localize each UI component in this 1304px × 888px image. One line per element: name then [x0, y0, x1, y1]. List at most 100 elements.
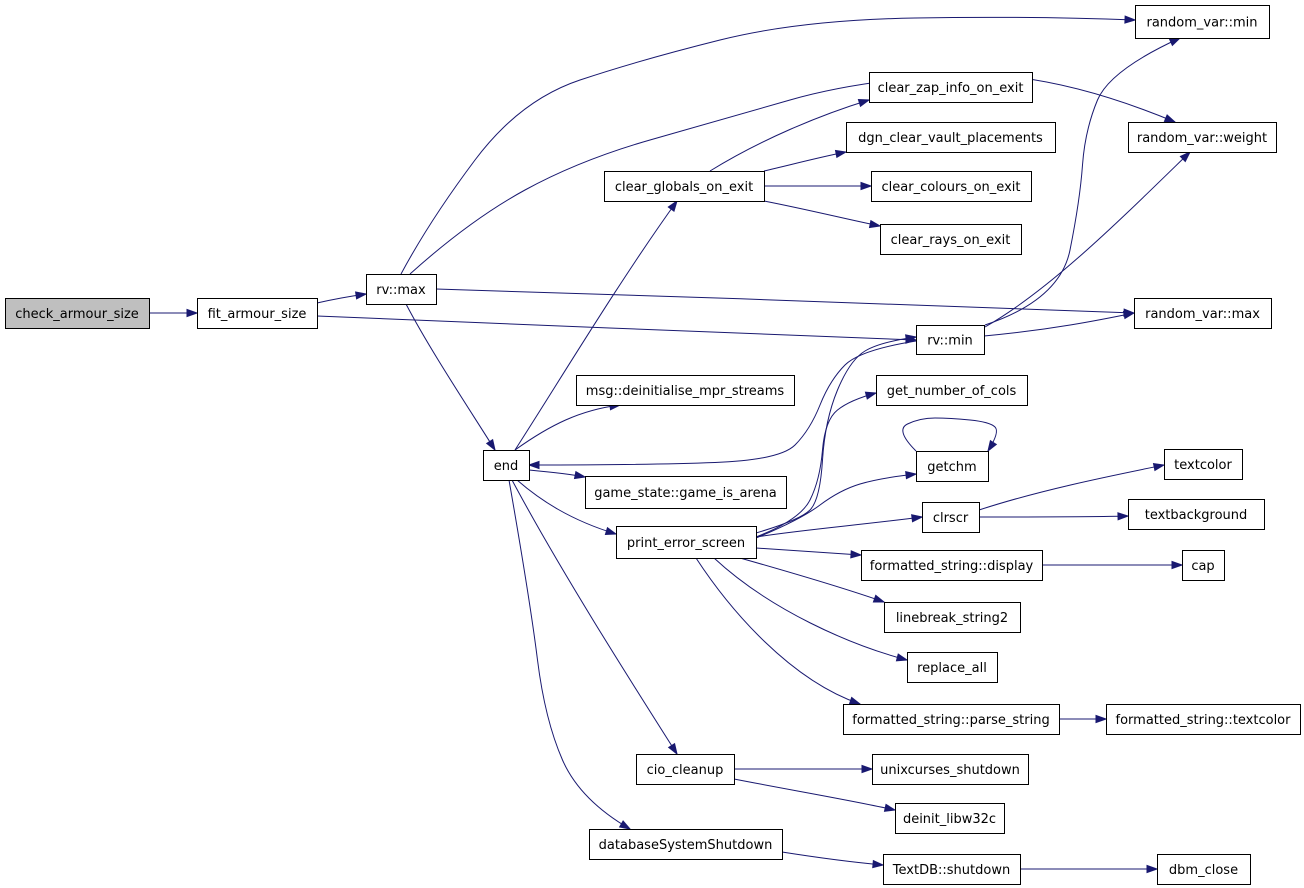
node-deinit_libw32c[interactable]: deinit_libw32c: [895, 803, 1005, 834]
node-box: [883, 854, 1021, 885]
edge-print_error_screen-to-get_number_of_cols: [755, 391, 878, 538]
node-clrscr[interactable]: clrscr: [922, 502, 980, 533]
node-replace_all[interactable]: replace_all: [907, 652, 998, 683]
edge-clear_globals_on_exit-to-clear_colours_on_exit: [764, 181, 873, 191]
edge-fit_armour_size-to-rv_min: [316, 315, 918, 344]
node-box: [1128, 122, 1277, 153]
node-label: clear_zap_info_on_exit: [878, 81, 1024, 96]
node-box: [366, 274, 437, 305]
edge-databaseSystemShutdown-to-TextDB_shutdown: [781, 851, 885, 869]
node-random_var_max[interactable]: random_var::max: [1134, 298, 1272, 329]
node-box: [872, 754, 1029, 785]
node-unixcurses_shutdown[interactable]: unixcurses_shutdown: [872, 754, 1029, 785]
node-label: print_error_screen: [627, 536, 745, 551]
node-box: [871, 171, 1032, 202]
node-label: replace_all: [917, 661, 987, 676]
edge-end-to-game_state_game_is_arena: [528, 469, 587, 480]
node-label: formatted_string::display: [870, 559, 1034, 574]
node-end[interactable]: end: [483, 450, 530, 481]
node-box: [1135, 5, 1270, 39]
node-textcolor[interactable]: textcolor: [1164, 449, 1243, 480]
node-box: [576, 375, 795, 406]
node-formatted_string_display[interactable]: formatted_string::display: [861, 550, 1043, 581]
node-rv_min[interactable]: rv::min: [916, 325, 985, 355]
edge-clrscr-to-textbackground: [978, 512, 1130, 521]
edge-rv_max-to-end: [405, 303, 496, 452]
node-label: clear_rays_on_exit: [891, 233, 1011, 248]
node-rv_max[interactable]: rv::max: [366, 274, 437, 305]
node-box: [1182, 550, 1225, 581]
node-msg_deinitialise_mpr_streams[interactable]: msg::deinitialise_mpr_streams: [576, 375, 795, 406]
node-box: [1164, 449, 1243, 480]
edge-rv_min-to-random_var_min: [984, 37, 1182, 326]
node-box: [1128, 499, 1265, 530]
node-label: cap: [1191, 559, 1214, 574]
node-box: [916, 451, 989, 482]
edge-clrscr-to-textcolor: [978, 462, 1166, 511]
node-print_error_screen[interactable]: print_error_screen: [616, 526, 757, 559]
node-label: cio_cleanup: [647, 763, 724, 778]
node-box: [589, 829, 783, 860]
edge-print_error_screen-to-formatted_string_parse_string: [695, 557, 862, 705]
node-TextDB_shutdown[interactable]: TextDB::shutdown: [883, 854, 1021, 885]
node-label: rv::min: [927, 334, 973, 349]
node-clear_zap_info_on_exit[interactable]: clear_zap_info_on_exit: [869, 72, 1033, 103]
node-box: [604, 171, 765, 202]
node-label: fit_armour_size: [208, 307, 307, 322]
node-get_number_of_cols[interactable]: get_number_of_cols: [876, 375, 1028, 406]
node-label: clear_colours_on_exit: [882, 180, 1021, 195]
edge-cio_cleanup-to-unixcurses_shutdown: [733, 764, 874, 774]
node-box: [616, 526, 757, 559]
node-formatted_string_textcolor[interactable]: formatted_string::textcolor: [1106, 704, 1301, 735]
node-check_armour_size[interactable]: check_armour_size: [5, 298, 150, 329]
edge-print_error_screen-to-linebreak_string2: [739, 557, 886, 603]
node-dbm_close[interactable]: dbm_close: [1157, 854, 1251, 885]
edge-end-to-cio_cleanup: [511, 479, 678, 756]
node-databaseSystemShutdown[interactable]: databaseSystemShutdown: [589, 829, 783, 860]
edge-rv_min-to-random_var_max: [983, 310, 1136, 337]
node-box: [880, 224, 1022, 255]
edge-print_error_screen-to-formatted_string_display: [755, 547, 863, 559]
node-label: dbm_close: [1169, 863, 1238, 878]
node-box: [916, 325, 985, 355]
node-box: [884, 602, 1021, 633]
edge-formatted_string_parse_string-to-formatted_string_textcolor: [1058, 714, 1108, 724]
edge-end-to-databaseSystemShutdown: [508, 479, 632, 830]
node-box: [861, 550, 1043, 581]
node-dgn_clear_vault_placements[interactable]: dgn_clear_vault_placements: [846, 122, 1056, 153]
edge-end-to-msg_deinitialise_mpr_streams: [514, 402, 622, 451]
node-cap[interactable]: cap: [1182, 550, 1225, 581]
node-textbackground[interactable]: textbackground: [1128, 499, 1265, 530]
node-label: unixcurses_shutdown: [880, 763, 1020, 778]
node-box: [483, 450, 530, 481]
node-label: databaseSystemShutdown: [599, 838, 773, 853]
node-label: clear_globals_on_exit: [615, 180, 753, 195]
node-label: deinit_libw32c: [903, 812, 996, 827]
node-clear_colours_on_exit[interactable]: clear_colours_on_exit: [871, 171, 1032, 202]
node-fit_armour_size[interactable]: fit_armour_size: [197, 298, 318, 329]
node-linebreak_string2[interactable]: linebreak_string2: [884, 602, 1021, 633]
node-label: formatted_string::parse_string: [852, 713, 1049, 728]
node-clear_globals_on_exit[interactable]: clear_globals_on_exit: [604, 171, 765, 202]
node-label: linebreak_string2: [896, 611, 1008, 626]
node-getchm[interactable]: getchm: [916, 451, 989, 482]
node-formatted_string_parse_string[interactable]: formatted_string::parse_string: [843, 704, 1060, 735]
edge-cio_cleanup-to-deinit_libw32c: [733, 778, 897, 812]
node-label: formatted_string::textcolor: [1116, 713, 1292, 728]
node-label: TextDB::shutdown: [892, 863, 1010, 878]
node-cio_cleanup[interactable]: cio_cleanup: [636, 754, 735, 785]
node-box: [636, 754, 735, 785]
edge-clear_globals_on_exit-to-clear_rays_on_exit: [763, 200, 882, 229]
node-label: textbackground: [1145, 508, 1248, 523]
node-game_state_game_is_arena[interactable]: game_state::game_is_arena: [585, 476, 787, 509]
node-clear_rays_on_exit[interactable]: clear_rays_on_exit: [880, 224, 1022, 255]
edge-layer: [149, 15, 1192, 874]
node-box: [5, 298, 150, 329]
node-random_var_weight[interactable]: random_var::weight: [1128, 122, 1277, 153]
node-box: [1106, 704, 1301, 735]
node-random_var_min[interactable]: random_var::min: [1135, 5, 1270, 39]
node-label: random_var::weight: [1137, 131, 1267, 146]
node-label: get_number_of_cols: [887, 384, 1017, 399]
